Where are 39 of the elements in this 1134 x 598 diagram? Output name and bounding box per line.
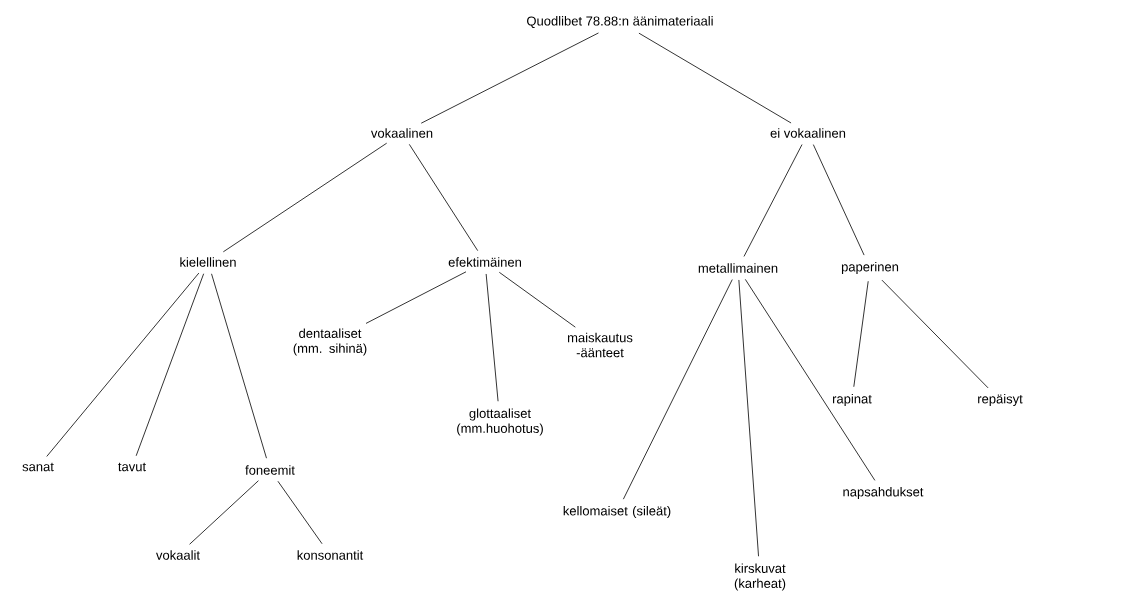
connector-line [881,279,989,389]
connector-line [743,144,803,257]
connector-line [498,271,576,328]
node-label: dentaaliset (mm. sihinä) [293,328,367,356]
connector-line [277,480,323,545]
node-label: repäisyt [978,393,1023,407]
node-label: sanat [22,462,54,472]
connector-line [189,480,259,545]
connector-line [485,273,499,402]
connector-line [812,144,865,256]
node-label: konsonantit [297,550,364,560]
connector-line [135,273,205,457]
node-label: vokaalinen [371,128,433,138]
node-label: maiskautus -äänteet [568,332,633,358]
node-label: efektimäinen [448,257,521,267]
node-label: glottaaliset (mm.huohotus) [457,408,543,436]
connector-line [46,272,200,457]
connector-line [744,278,876,481]
node-label: kirskuvat (karheat) [734,563,786,591]
node-label: kellomaiset (sileät) [563,505,671,519]
node-label: rapinat [833,393,872,407]
connector-line [222,142,388,253]
node-label: paperinen [841,261,899,275]
node-label: vokaalit [156,550,200,560]
connector-line [738,279,759,557]
connector-line [622,279,733,500]
node-label: kielellinen [180,257,236,267]
node-label: metallimainen [698,263,778,273]
node-label: napsahdukset [843,486,924,500]
node-label: tavut [118,462,146,472]
node-label: Quodlibet 78.88:n äänimateriaali [527,16,713,28]
connector-line [408,143,479,252]
connector-line [638,32,792,124]
node-label: ei vokaalinen [770,128,846,138]
connector-line [211,273,267,459]
connector-line [365,271,467,324]
node-label: foneemit [245,465,295,475]
connector-line [853,280,869,388]
connector-line [420,32,599,124]
